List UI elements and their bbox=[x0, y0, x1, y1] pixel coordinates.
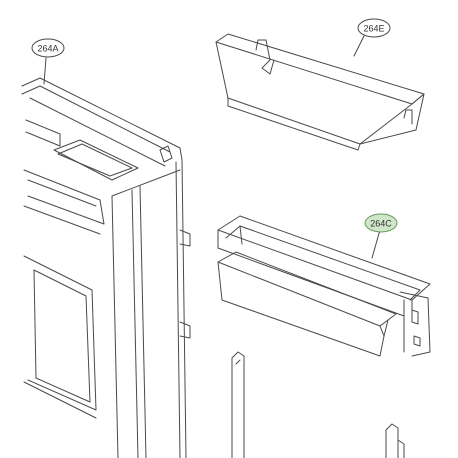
leader-line-264c bbox=[371, 229, 381, 259]
door-basket-upper-part bbox=[215, 33, 425, 151]
callout-264e-badge bbox=[357, 18, 391, 38]
callout-264a[interactable]: 264A bbox=[31, 38, 65, 58]
callout-264c-badge bbox=[364, 213, 398, 233]
leader-line-264a bbox=[43, 57, 47, 85]
callout-264e-label: 264E bbox=[363, 24, 384, 34]
door-liner-part bbox=[21, 77, 191, 458]
callout-264a-label: 264A bbox=[37, 44, 58, 54]
door-basket-assembly-part bbox=[217, 215, 431, 357]
door-frame-piece-bottom-left bbox=[231, 351, 245, 458]
leader-line-264e bbox=[353, 35, 365, 57]
callout-264a-badge bbox=[31, 38, 65, 58]
door-frame-piece-bottom-right bbox=[385, 423, 405, 458]
callout-264c[interactable]: 264C bbox=[364, 213, 398, 233]
callout-264c-label: 264C bbox=[370, 219, 392, 229]
callout-264e[interactable]: 264E bbox=[357, 18, 391, 38]
